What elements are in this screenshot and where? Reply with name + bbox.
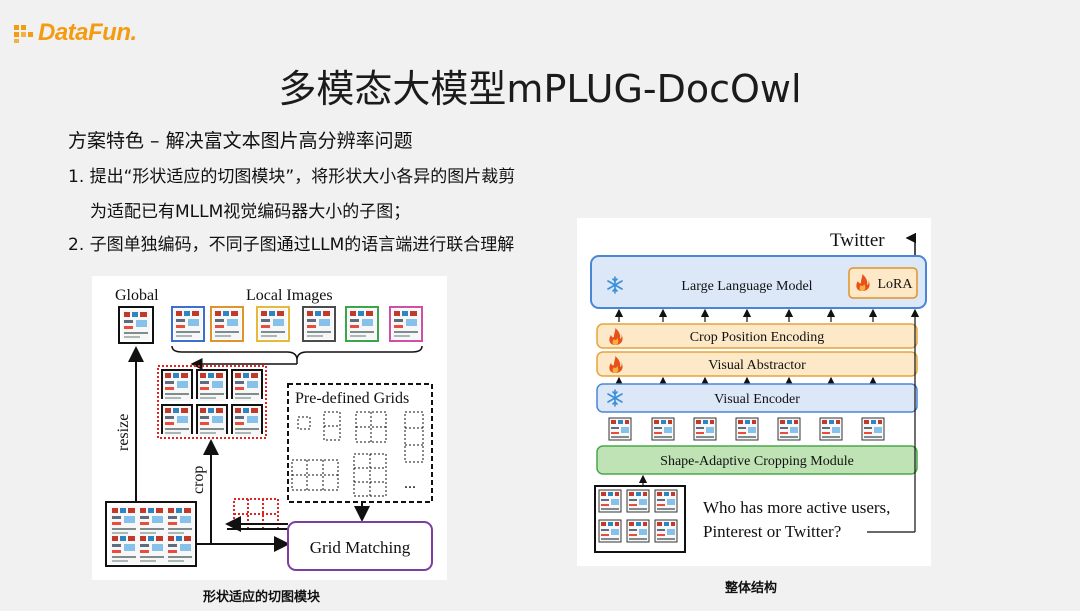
sub-image-row	[608, 417, 885, 441]
local-thumbnail	[302, 306, 336, 342]
output-label: Twitter	[830, 230, 885, 251]
local-thumbnail	[210, 306, 244, 342]
llm-block: Large Language Model LoRA	[590, 255, 927, 309]
input-document	[105, 501, 197, 567]
predefined-grids-label: Pre-defined Grids	[295, 390, 409, 407]
architecture-figure: Twitter Large Language Model LoRA Crop	[577, 218, 931, 566]
crop-label: crop	[190, 466, 207, 494]
brand-name: DataFun.	[38, 19, 137, 46]
ellipsis-label: ...	[404, 475, 416, 492]
right-figure-caption: 整体结构	[725, 581, 778, 596]
point-1: 1. 提出“形状适应的切图模块”，将形状大小各异的图片裁剪	[68, 167, 516, 187]
crop-position-encoding-block: Crop Position Encoding	[596, 323, 918, 349]
visual-encoder-label: Visual Encoder	[714, 392, 800, 407]
grid-matching-label: Grid Matching	[310, 538, 411, 557]
shape-adaptive-figure: Global Local Images	[92, 276, 447, 580]
point-1-cont: 为适配已有MLLM视觉编码器大小的子图；	[90, 202, 411, 222]
cropping-module-label: Shape-Adaptive Cropping Module	[660, 454, 854, 469]
crop-position-label: Crop Position Encoding	[690, 330, 825, 345]
cropped-sub-images	[157, 365, 267, 439]
visual-abstractor-label: Visual Abstractor	[708, 358, 806, 373]
global-thumbnail	[118, 306, 154, 344]
local-thumbnail	[345, 306, 379, 342]
feature-heading: 方案特色 – 解决富文本图片高分辨率问题	[68, 130, 413, 152]
input-document	[594, 485, 686, 553]
predefined-grids: Pre-defined Grids ...	[287, 383, 433, 503]
cropping-module-block: Shape-Adaptive Cropping Module	[596, 445, 918, 475]
local-thumbnails	[171, 306, 423, 342]
page-title: 多模态大模型mPLUG-DocOwl	[278, 67, 802, 111]
grid-matching-box: Grid Matching	[287, 521, 433, 571]
left-figure-caption: 形状适应的切图模块	[203, 590, 321, 605]
local-images-label: Local Images	[246, 287, 333, 304]
global-label: Global	[115, 287, 159, 304]
resize-label: resize	[115, 414, 132, 451]
point-2: 2. 子图单独编码，不同子图通过LLM的语言端进行联合理解	[68, 235, 515, 255]
local-thumbnail	[171, 306, 205, 342]
visual-abstractor-block: Visual Abstractor	[596, 351, 918, 377]
local-thumbnail	[389, 306, 423, 342]
logo-icon	[14, 25, 33, 43]
local-thumbnail	[256, 306, 290, 342]
lora-label: LoRA	[878, 277, 914, 292]
brand-logo: DataFun.	[12, 18, 137, 48]
question-line-1: Who has more active users,	[703, 498, 890, 517]
llm-label: Large Language Model	[681, 279, 812, 294]
visual-encoder-block: Visual Encoder	[596, 383, 918, 413]
question-line-2: Pinterest or Twitter?	[703, 522, 841, 541]
